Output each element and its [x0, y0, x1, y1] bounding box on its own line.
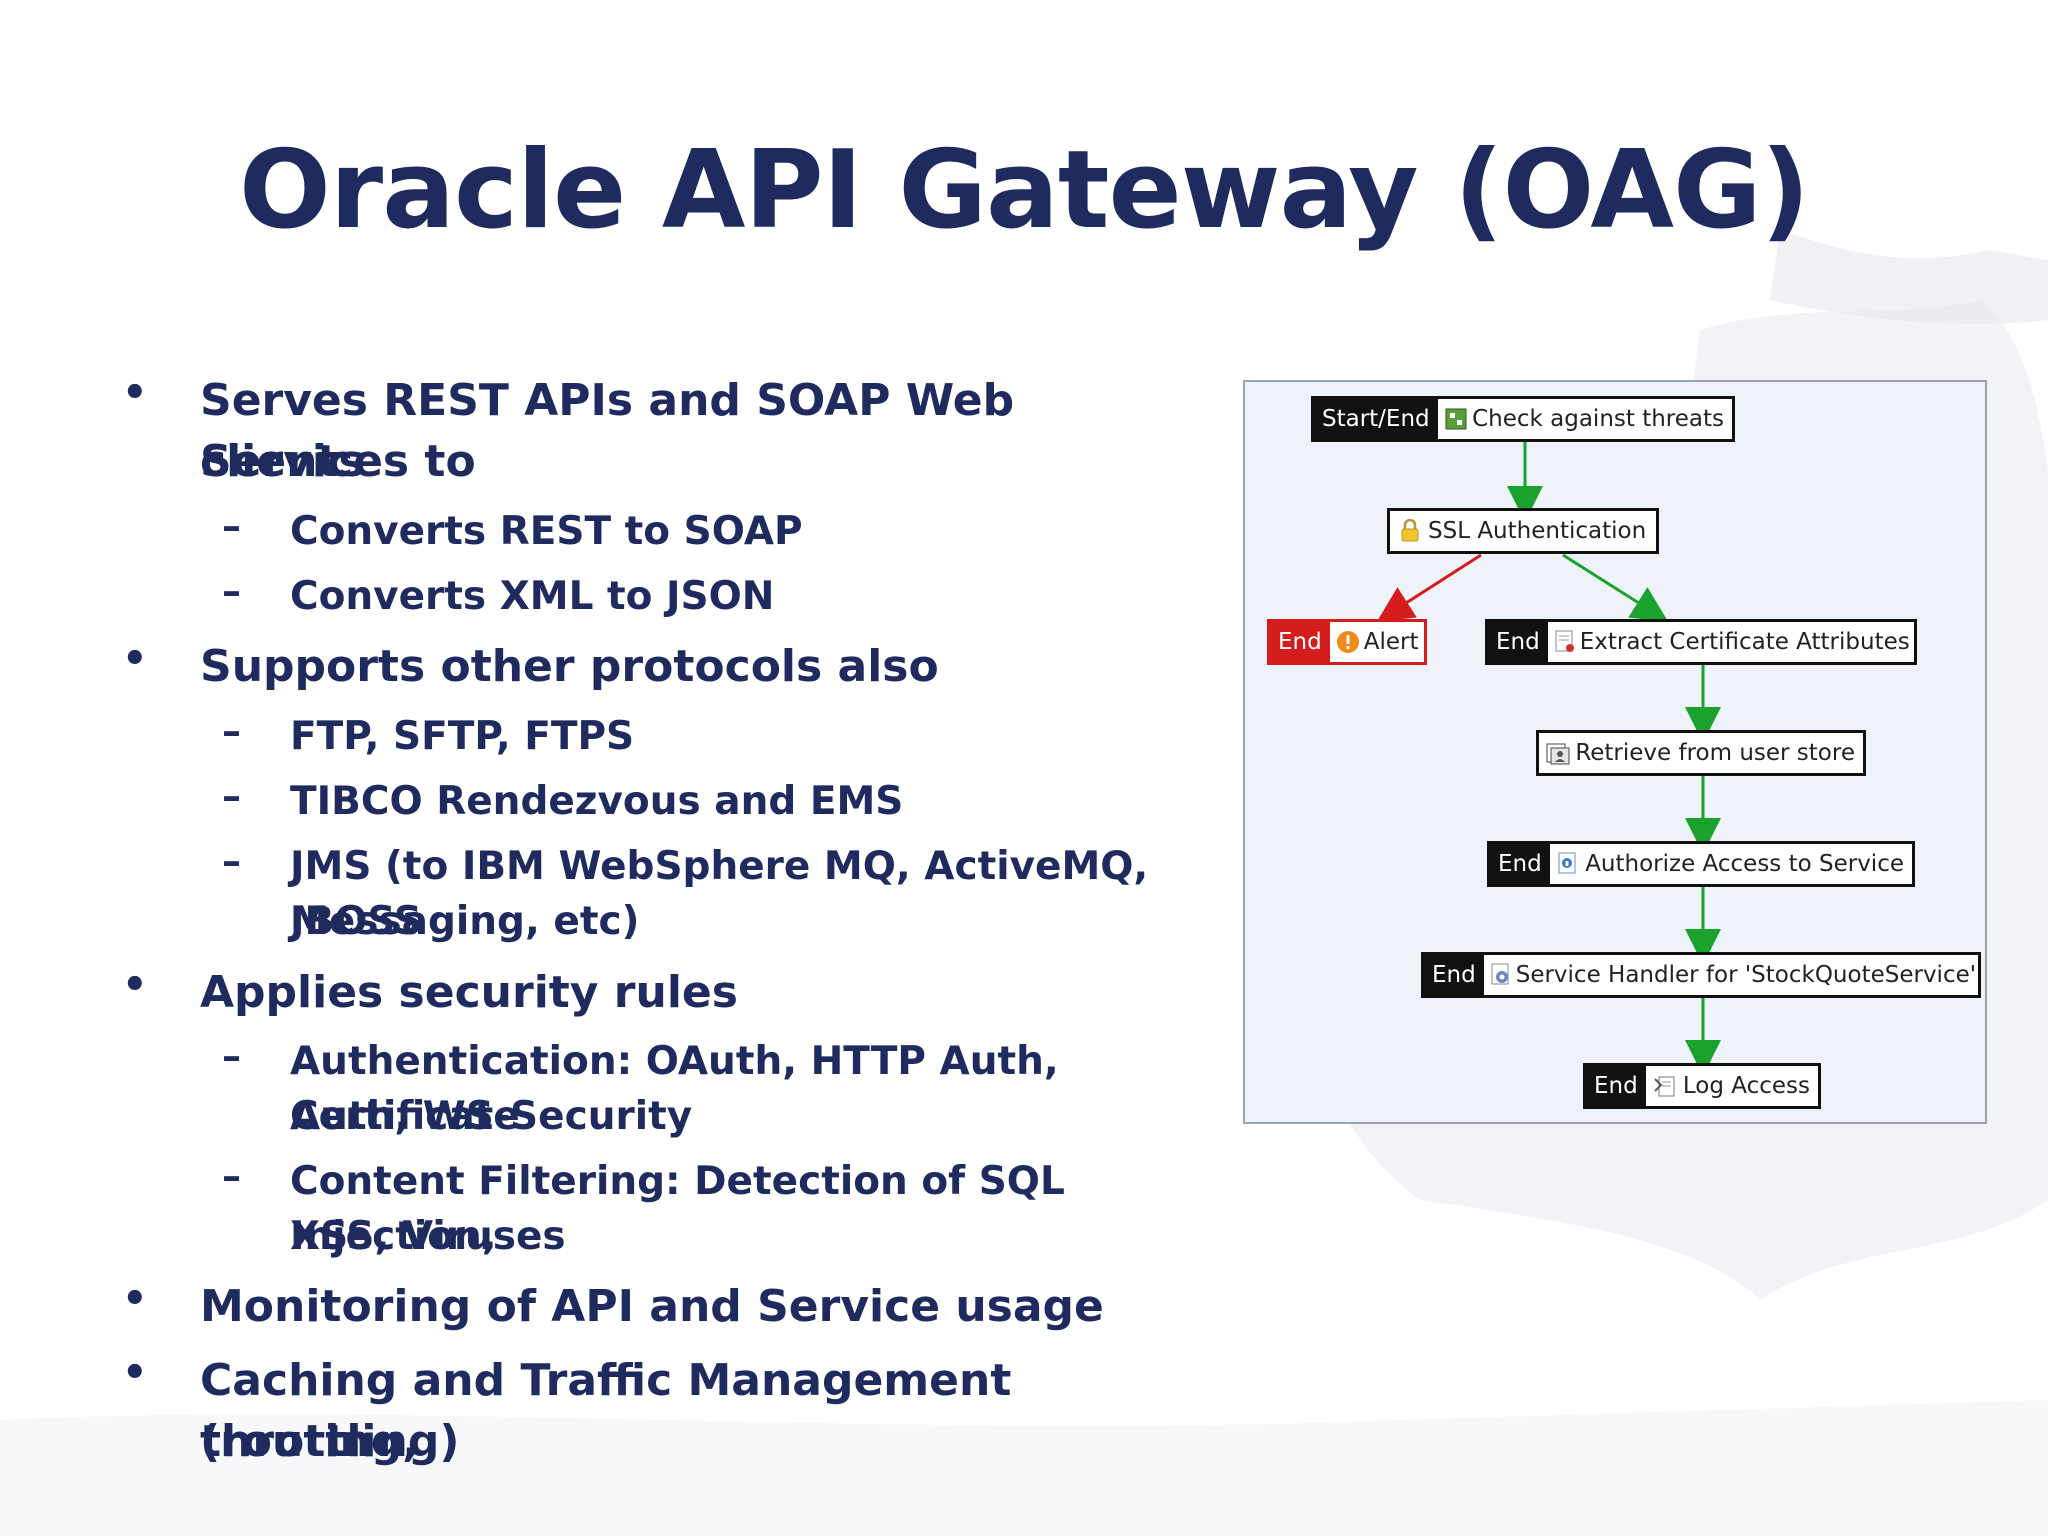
- bullet-list: • Serves REST APIs and SOAP Web Services…: [122, 370, 1149, 1467]
- dash-marker: –: [222, 569, 241, 613]
- bullet-other-protocols: Supports other protocols also: [200, 641, 939, 692]
- edge-ssl-to-alert: [1376, 553, 1482, 622]
- slide-title: Oracle API Gateway (OAG): [239, 128, 1810, 253]
- sub-bullet-jms: JMS (to IBM WebSphere MQ, ActiveMQ, JBOS…: [290, 844, 1149, 944]
- start-end-tag: Start/End: [1314, 399, 1438, 439]
- bullet-marker: •: [122, 636, 148, 682]
- bullet-marker: •: [122, 370, 148, 416]
- dash-marker: –: [222, 1034, 241, 1078]
- node-check-threats[interactable]: Start/End Check against threats: [1311, 396, 1735, 442]
- sub-bullet-jms-cont: Messaging, etc): [290, 899, 640, 944]
- node-label: Check against threats: [1472, 406, 1724, 432]
- dash-marker: –: [222, 709, 241, 753]
- bullet-caching: Caching and Traffic Management (routing,: [200, 1355, 1012, 1467]
- node-label: SSL Authentication: [1428, 518, 1647, 544]
- node-label: Log Access: [1682, 1073, 1810, 1099]
- alert-icon: [1336, 622, 1360, 662]
- node-label: Service Handler for 'StockQuoteService': [1515, 962, 1977, 988]
- node-service-handler[interactable]: End Service Handler for 'StockQuoteServi…: [1421, 952, 1981, 998]
- certificate-icon: [1554, 622, 1576, 662]
- dash-marker: –: [222, 1154, 241, 1198]
- node-retrieve-user-store[interactable]: Retrieve from user store: [1536, 730, 1866, 776]
- dash-marker: –: [222, 774, 241, 818]
- end-tag: End: [1270, 622, 1330, 662]
- bullet-marker: •: [122, 1350, 148, 1396]
- node-ssl-authentication[interactable]: SSL Authentication: [1387, 508, 1659, 554]
- bullet-rest-soap: Serves REST APIs and SOAP Web Services t…: [200, 375, 1015, 487]
- lock-icon: [1396, 511, 1424, 551]
- sub-bullet-rest-to-soap: Converts REST to SOAP: [290, 509, 803, 554]
- service-handler-icon: [1490, 955, 1512, 995]
- sub-bullet-authentication: Authentication: OAuth, HTTP Auth, Certif…: [290, 1039, 1059, 1139]
- end-tag: End: [1490, 844, 1550, 884]
- dash-marker: –: [222, 504, 241, 548]
- flow-connectors: [1376, 442, 1721, 1076]
- node-label: Extract Certificate Attributes: [1579, 629, 1910, 655]
- bullet-rest-soap-cont: clients: [200, 436, 365, 487]
- sub-bullet-xml-to-json: Converts XML to JSON: [290, 574, 775, 619]
- node-authorize-access[interactable]: End Authorize Access to Service: [1487, 841, 1915, 887]
- edge-ssl-to-extract: [1562, 553, 1669, 622]
- node-label: Alert: [1363, 629, 1419, 655]
- node-alert[interactable]: End Alert: [1267, 619, 1427, 665]
- node-label: Authorize Access to Service: [1585, 851, 1904, 877]
- log-icon: [1652, 1066, 1679, 1106]
- node-extract-certificate[interactable]: End Extract Certificate Attributes: [1485, 619, 1917, 665]
- end-tag: End: [1488, 622, 1548, 662]
- bullet-security-rules: Applies security rules: [200, 967, 738, 1018]
- sub-bullet-content-filtering-cont: XSS, Viruses: [290, 1214, 566, 1259]
- policy-flow-diagram: Start/End Check against threats SSL Auth…: [1243, 380, 1987, 1124]
- bullet-monitoring: Monitoring of API and Service usage: [200, 1281, 1104, 1332]
- bullet-marker: •: [122, 1276, 148, 1322]
- node-label: Retrieve from user store: [1575, 740, 1855, 766]
- user-store-icon: [1545, 733, 1571, 773]
- end-tag: End: [1424, 955, 1484, 995]
- bullet-marker: •: [122, 962, 148, 1008]
- threat-check-icon: [1444, 399, 1468, 439]
- bullet-caching-cont: throttling): [200, 1416, 460, 1467]
- end-tag: End: [1586, 1066, 1646, 1106]
- node-log-access[interactable]: End Log Access: [1583, 1063, 1821, 1109]
- sub-bullet-authentication-cont: Auth, WS-Security: [290, 1094, 693, 1139]
- sub-bullet-tibco: TIBCO Rendezvous and EMS: [290, 779, 904, 824]
- sub-bullet-ftp: FTP, SFTP, FTPS: [290, 714, 635, 759]
- sub-bullet-content-filtering: Content Filtering: Detection of SQL Inje…: [290, 1159, 1065, 1259]
- dash-marker: –: [222, 839, 241, 883]
- authorize-icon: [1556, 844, 1581, 884]
